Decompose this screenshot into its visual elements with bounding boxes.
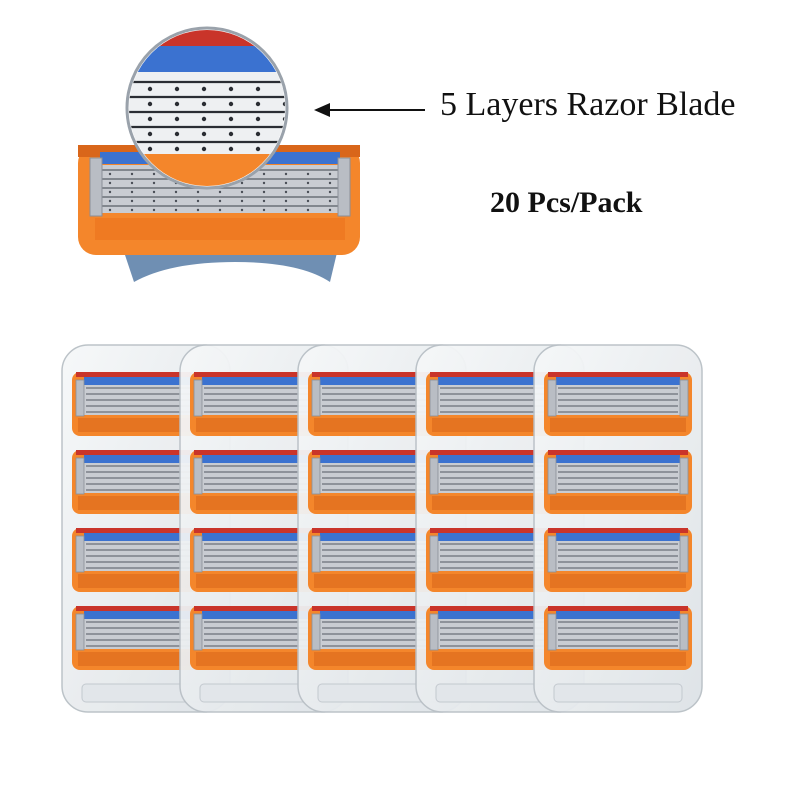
arrow-left-icon [314,103,425,117]
magnifier-circle-icon [125,26,289,190]
cartridge [544,528,692,592]
blister-column [533,344,703,713]
cartridge [544,372,692,436]
pack-count-label: 20 Pcs/Pack [490,186,643,219]
cartridge [544,606,692,670]
cartridge [544,450,692,514]
layers-label: 5 Layers Razor Blade [440,86,736,123]
cartridge-pack [61,344,703,713]
